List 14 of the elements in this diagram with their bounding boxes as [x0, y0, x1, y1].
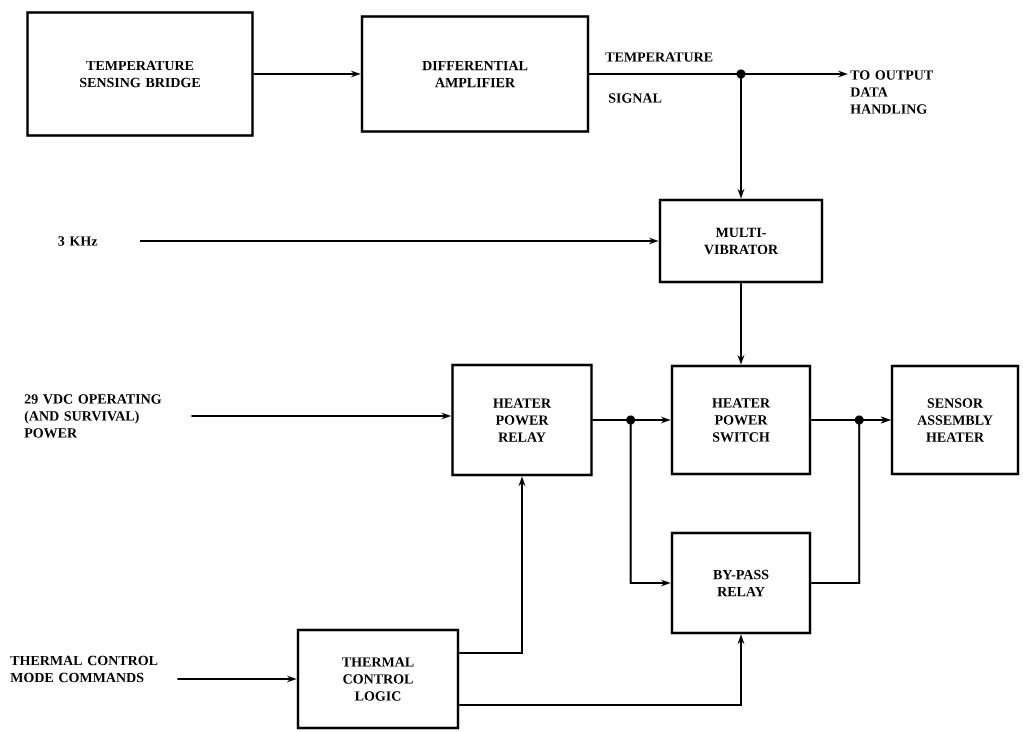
signal-label: 29 VDC OPERATING (AND SURVIVAL) POWER	[24, 394, 162, 438]
process-box: SENSOR ASSEMBLY HEATER	[890, 364, 1020, 476]
process-box: HEATER POWER RELAY	[451, 363, 593, 477]
signal-label: TO OUTPUT DATA HANDLING	[850, 70, 933, 114]
process-box: TEMPERATURE SENSING BRIDGE	[26, 11, 254, 137]
signal-label: TEMPERATURE	[605, 52, 713, 62]
process-box: MULTI-VIBRATOR	[658, 198, 824, 284]
process-box: DIFFERENTIAL AMPLIFIER	[360, 15, 590, 133]
process-box: THERMAL CONTROL LOGIC	[296, 628, 460, 730]
process-box: BY-PASS RELAY	[670, 531, 812, 635]
process-box: HEATER POWER SWITCH	[670, 364, 812, 476]
signal-label: SIGNAL	[608, 93, 662, 103]
signal-label: 3 KHz	[58, 236, 98, 246]
signal-label: THERMAL CONTROL MODE COMMANDS	[10, 655, 158, 683]
